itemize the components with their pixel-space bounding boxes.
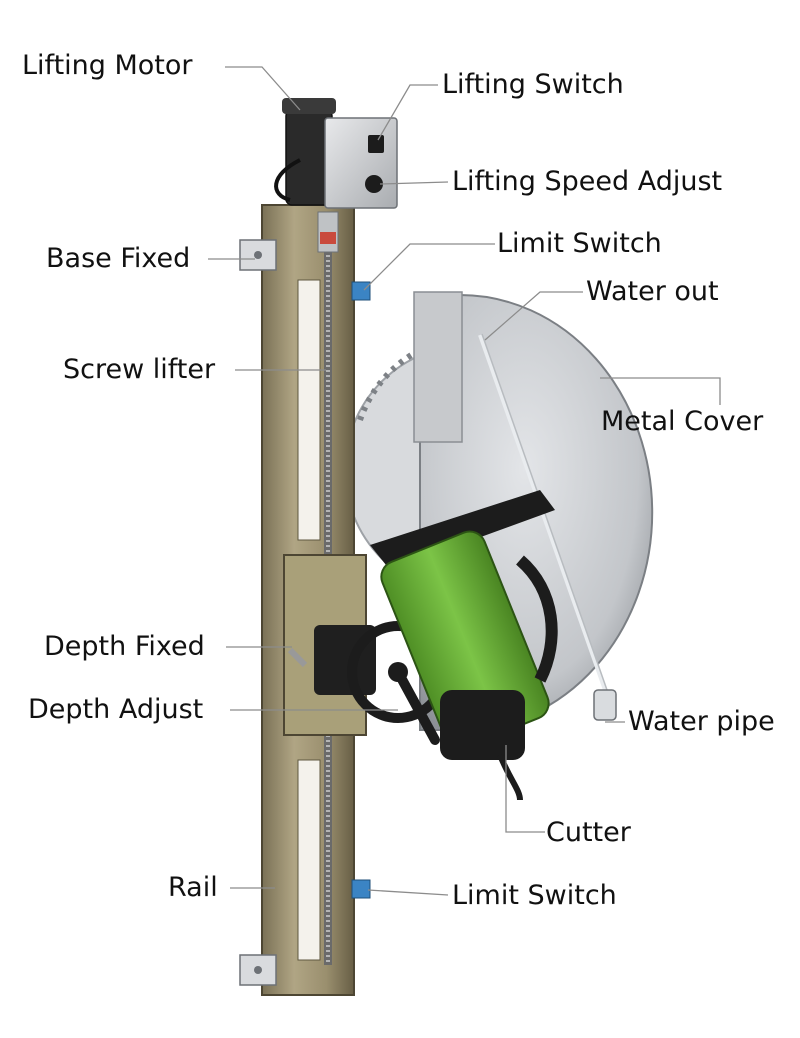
label-depth-fixed: Depth Fixed <box>44 631 205 662</box>
label-lifting-switch: Lifting Switch <box>442 69 624 100</box>
leader-water-out <box>484 291 583 341</box>
label-water-pipe: Water pipe <box>628 706 775 737</box>
leader-limit-switch-bottom <box>367 889 449 896</box>
leader-lifting-motor <box>225 66 301 111</box>
label-limit-switch-top: Limit Switch <box>497 228 662 259</box>
label-rail: Rail <box>168 872 218 903</box>
leader-lines <box>208 66 721 896</box>
leader-cutter <box>505 745 545 833</box>
lifting-motor-shape <box>274 98 398 209</box>
lifting-switch-shape <box>368 135 384 153</box>
leader-metal-cover <box>600 377 721 405</box>
label-base-fixed: Base Fixed <box>46 243 191 274</box>
limit-switch-bottom-shape <box>351 879 371 899</box>
cutter-motor-shape <box>370 490 558 801</box>
speed-knob-shape <box>365 175 383 193</box>
control-box <box>324 117 398 209</box>
depth-fixed-screw <box>287 647 308 668</box>
label-water-out: Water out <box>586 276 719 307</box>
label-lifting-speed-adjust: Lifting Speed Adjust <box>452 166 723 197</box>
leader-lifting-switch <box>377 84 438 141</box>
limit-switch-top-shape <box>351 281 371 301</box>
carriage-shape <box>283 554 449 745</box>
leader-limit-switch-top <box>363 243 495 291</box>
label-limit-switch-bottom: Limit Switch <box>452 880 617 911</box>
label-metal-cover: Metal Cover <box>601 406 764 437</box>
water-pipe-fitting <box>593 689 617 721</box>
power-cord <box>497 753 523 801</box>
label-screw-lifter: Screw lifter <box>63 354 216 385</box>
label-lifting-motor: Lifting Motor <box>22 50 193 81</box>
label-cutter: Cutter <box>546 817 631 848</box>
label-depth-adjust: Depth Adjust <box>28 694 204 725</box>
leader-lifting-speed <box>379 181 449 185</box>
